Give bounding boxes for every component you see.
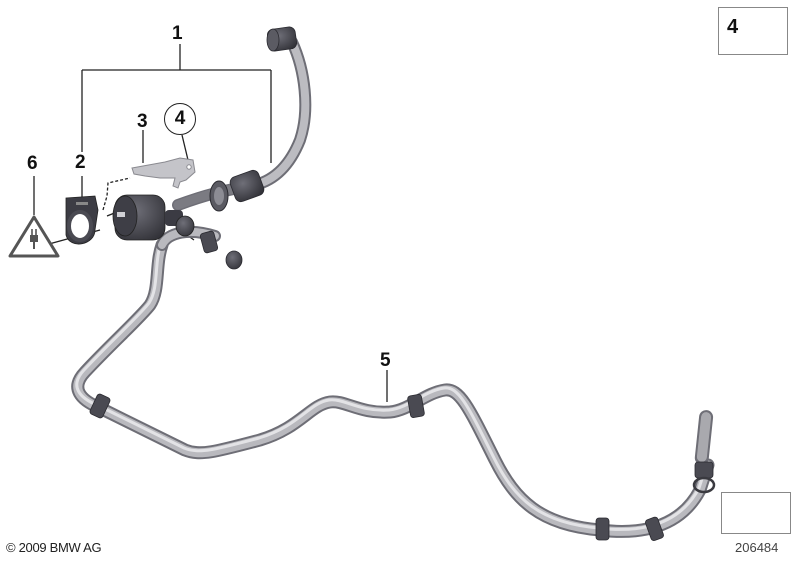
callout-6[interactable]: 6	[27, 153, 38, 174]
upper-pipe	[172, 26, 312, 212]
callout-3[interactable]: 3	[137, 111, 148, 132]
bracket	[131, 157, 196, 189]
navigation-arrow-box[interactable]	[721, 492, 791, 534]
inset-label: 4	[727, 16, 739, 38]
callout-4-circled[interactable]: 4	[164, 103, 196, 135]
inset-part-4[interactable]: 4	[718, 7, 788, 55]
callout-4-label: 4	[174, 108, 186, 129]
callout-5[interactable]: 5	[380, 350, 391, 371]
copyright-text: © 2009 BMW AG	[6, 540, 102, 555]
electrical-warning-icon	[8, 215, 60, 258]
valve-body	[112, 194, 195, 241]
pipe-clamps	[89, 230, 716, 541]
pipe-assembly-5	[71, 225, 715, 538]
diagram-number: 206484	[735, 540, 779, 555]
callout-2[interactable]: 2	[75, 152, 86, 173]
callout-1[interactable]: 1	[172, 23, 183, 44]
top-connector	[266, 26, 298, 52]
clip-ring-2	[65, 195, 99, 245]
